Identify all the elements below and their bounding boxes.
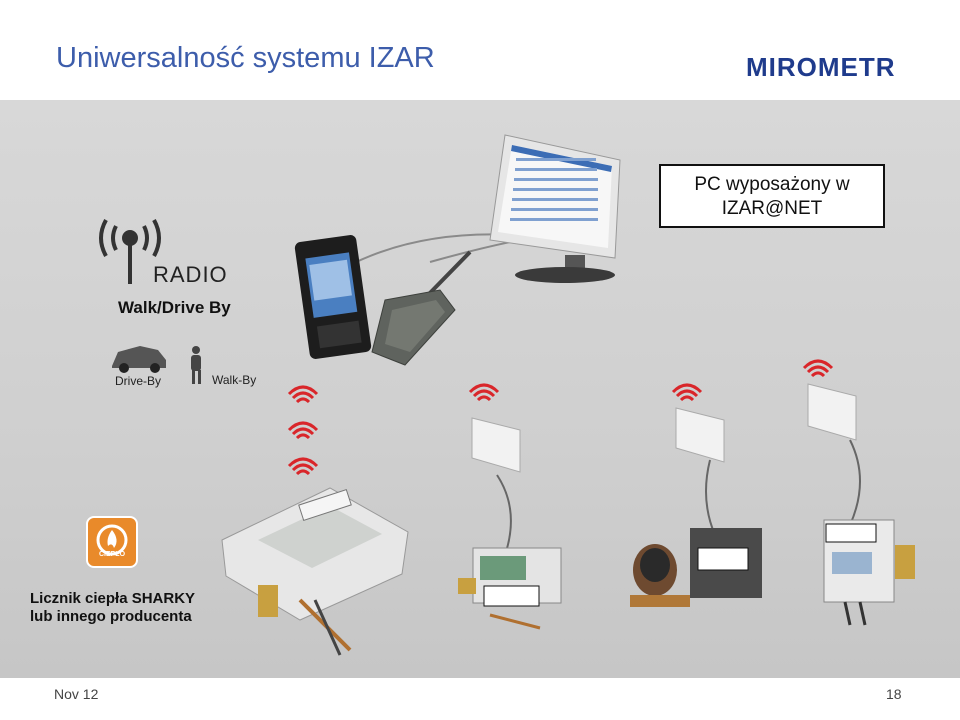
- sharky-label: Licznik ciepła SHARKY lub innego produce…: [30, 590, 195, 626]
- pc-label-box: PC wyposażony w IZAR@NET: [659, 164, 885, 228]
- radio-antenna-icon: [99, 219, 161, 284]
- drive-by-label: Drive-By: [115, 374, 162, 388]
- sharky-line2: lub innego producenta: [30, 608, 192, 625]
- car-icon: [112, 346, 166, 373]
- heat-meter-2: [458, 547, 562, 630]
- heat-meter-3: [823, 519, 915, 626]
- walk-drive-label: Walk/Drive By: [118, 298, 231, 317]
- sharky-line1: Licznik ciepła SHARKY: [30, 590, 196, 607]
- footer-page-number: 18: [886, 686, 902, 702]
- water-meter-pair: [630, 528, 762, 607]
- radio-receiver: [371, 250, 472, 366]
- radio-module: [471, 383, 857, 473]
- radio-label: RADIO: [153, 262, 228, 287]
- flame-icon: [86, 516, 138, 568]
- company-logo: MIROMETR: [746, 52, 896, 82]
- pda-device: [294, 235, 372, 359]
- walk-by-label: Walk-By: [212, 373, 257, 387]
- heat-icon-label: CIEPŁO: [98, 551, 126, 558]
- walking-person-icon: [191, 346, 201, 384]
- pc-label-line1: PC wyposażony w: [694, 174, 850, 195]
- slide-title: Uniwersalność systemu IZAR: [56, 42, 435, 74]
- slide-footer: [0, 678, 960, 720]
- footer-date: Nov 12: [54, 686, 99, 702]
- slide-header: [0, 0, 960, 100]
- radio-wave-icon: [287, 359, 834, 476]
- pc-label-line2: IZAR@NET: [721, 198, 823, 219]
- sharky-heat-meter: [221, 487, 409, 656]
- pc-monitor: [489, 134, 621, 283]
